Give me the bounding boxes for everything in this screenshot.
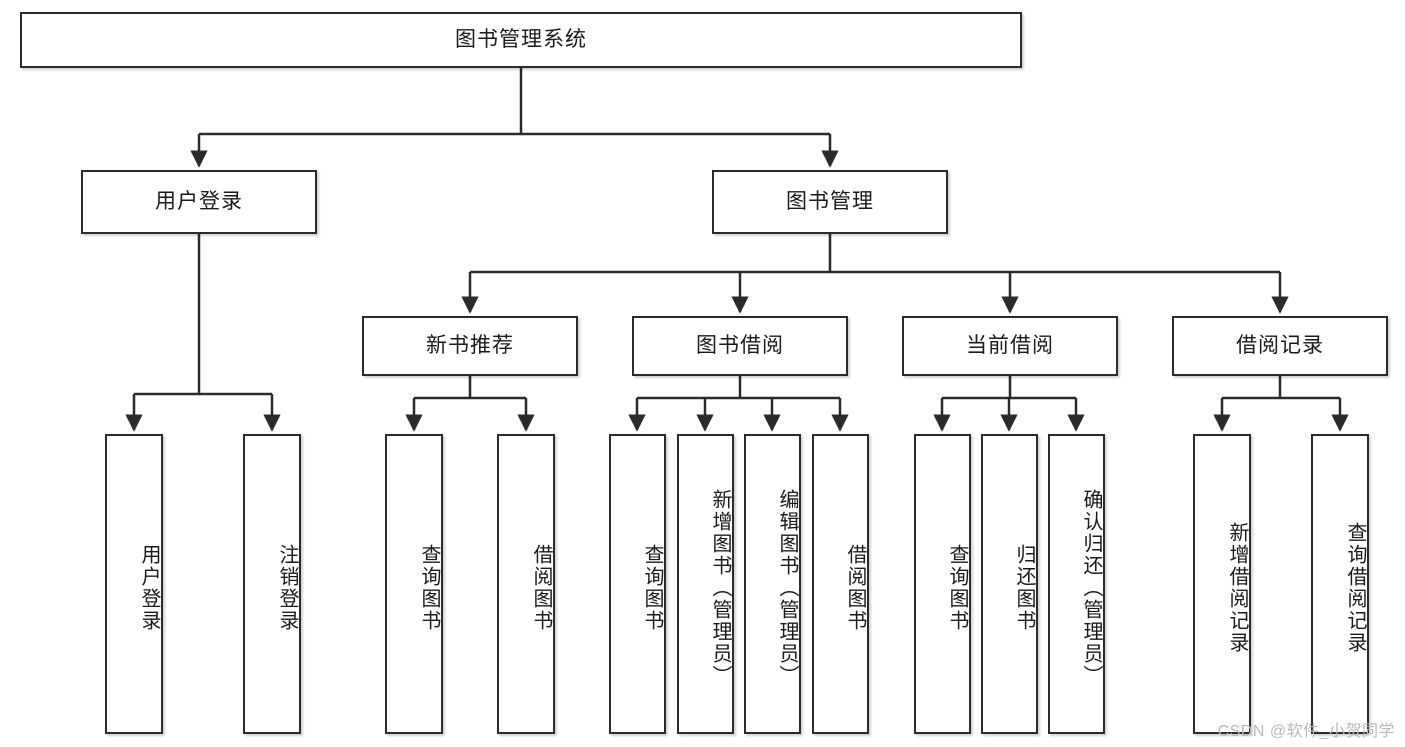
leaf-user-login-label: 用户登录 xyxy=(138,544,160,632)
node-book-management[interactable]: 图书管理 xyxy=(712,170,948,234)
node-borrow-records[interactable]: 借阅记录 xyxy=(1172,316,1388,376)
leaf-records-add-record-label: 新增借阅记录 xyxy=(1226,522,1248,654)
leaf-borrow-edit-book-label: 编辑图书（管理员） xyxy=(776,489,798,687)
leaf-borrow-borrow-book-label: 借阅图书 xyxy=(844,544,866,632)
node-new-book-recommend[interactable]: 新书推荐 xyxy=(362,316,578,376)
leaf-borrow-query-book-label: 查询图书 xyxy=(641,544,663,632)
leaf-current-return-book[interactable]: 归还图书 xyxy=(981,434,1038,734)
node-root-label: 图书管理系统 xyxy=(455,28,587,52)
leaf-records-query-record-label: 查询借阅记录 xyxy=(1344,522,1366,654)
watermark: CSDN @软件_小贺同学 xyxy=(1217,723,1395,740)
leaf-newbook-query-book[interactable]: 查询图书 xyxy=(385,434,443,734)
node-current-borrow-label: 当前借阅 xyxy=(966,334,1054,358)
leaf-current-confirm-return[interactable]: 确认归还（管理员） xyxy=(1048,434,1105,734)
leaf-logout[interactable]: 注销登录 xyxy=(243,434,301,734)
node-borrow-records-label: 借阅记录 xyxy=(1236,334,1324,358)
leaf-records-add-record[interactable]: 新增借阅记录 xyxy=(1193,434,1251,734)
node-new-book-recommend-label: 新书推荐 xyxy=(426,334,514,358)
leaf-current-return-book-label: 归还图书 xyxy=(1013,544,1035,632)
node-root[interactable]: 图书管理系统 xyxy=(20,12,1022,68)
leaf-current-query-book[interactable]: 查询图书 xyxy=(914,434,971,734)
leaf-records-query-record[interactable]: 查询借阅记录 xyxy=(1311,434,1369,734)
leaf-borrow-edit-book[interactable]: 编辑图书（管理员） xyxy=(744,434,801,734)
leaf-newbook-borrow-book-label: 借阅图书 xyxy=(530,544,552,632)
leaf-borrow-add-book-label: 新增图书（管理员） xyxy=(709,489,731,687)
node-book-borrow-label: 图书借阅 xyxy=(696,334,784,358)
leaf-newbook-borrow-book[interactable]: 借阅图书 xyxy=(497,434,555,734)
leaf-newbook-query-book-label: 查询图书 xyxy=(418,544,440,632)
leaf-borrow-borrow-book[interactable]: 借阅图书 xyxy=(812,434,869,734)
leaf-logout-label: 注销登录 xyxy=(276,544,298,632)
node-current-borrow[interactable]: 当前借阅 xyxy=(902,316,1118,376)
leaf-borrow-query-book[interactable]: 查询图书 xyxy=(609,434,666,734)
leaf-current-confirm-return-label: 确认归还（管理员） xyxy=(1080,489,1102,687)
node-book-management-label: 图书管理 xyxy=(786,190,874,214)
node-user-login-label: 用户登录 xyxy=(155,190,243,214)
node-user-login[interactable]: 用户登录 xyxy=(81,170,317,234)
leaf-borrow-add-book[interactable]: 新增图书（管理员） xyxy=(677,434,734,734)
leaf-user-login[interactable]: 用户登录 xyxy=(105,434,163,734)
node-book-borrow[interactable]: 图书借阅 xyxy=(632,316,848,376)
leaf-current-query-book-label: 查询图书 xyxy=(946,544,968,632)
